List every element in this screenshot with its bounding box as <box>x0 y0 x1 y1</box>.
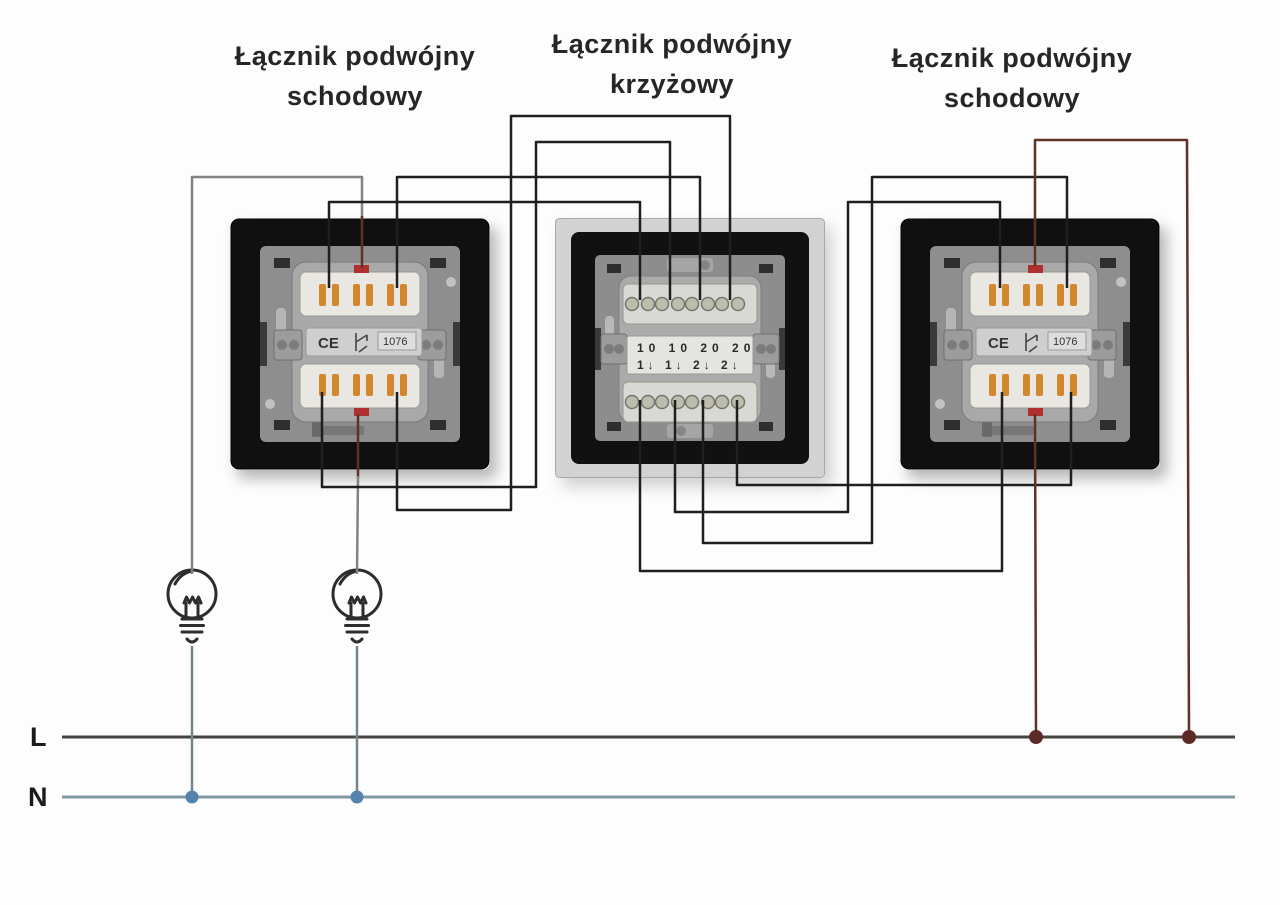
switch-middle-device: 10 10 20 20 1↓ 1↓ 2↓ 2↓ <box>555 218 825 478</box>
terminal-markings-row2: 1↓ 1↓ 2↓ 2↓ <box>637 358 742 372</box>
model-code: 1076 <box>383 336 407 348</box>
neutral-junction-2 <box>350 790 364 804</box>
switch-left-graphic: CE 1076 <box>230 218 490 470</box>
switch-middle-title-line2: krzyżowy <box>609 69 735 99</box>
switch-right-graphic: CE 1076 <box>900 218 1160 470</box>
terminal-markings-row1: 10 10 20 20 <box>637 341 755 355</box>
red-clip-bottom <box>1028 408 1043 416</box>
live-junction-2 <box>1182 730 1196 744</box>
model-code: 1076 <box>1053 336 1077 348</box>
wire-bulb2-feed <box>355 475 360 575</box>
switch-left-device: CE 1076 <box>230 218 490 470</box>
switch-right-device: CE 1076 <box>900 218 1160 470</box>
light-bulb-2 <box>327 562 387 650</box>
live-junction-1 <box>1029 730 1043 744</box>
red-clip-top <box>354 265 369 273</box>
light-bulb-1 <box>162 562 222 650</box>
live-line-label: L <box>30 722 47 752</box>
ce-mark: CE <box>318 335 339 352</box>
switch-right-title-line2: schodowy <box>943 83 1081 113</box>
ce-mark: CE <box>988 335 1009 352</box>
switch-right-title-line1: Łącznik podwójny <box>891 43 1133 73</box>
switch-right-title: Łącznik podwójny schodowy <box>832 38 1192 118</box>
red-clip-top <box>1028 265 1043 273</box>
switch-left-title: Łącznik podwójny schodowy <box>175 36 535 116</box>
neutral-junction-1 <box>185 790 199 804</box>
neutral-line-label: N <box>28 782 48 812</box>
switch-left-title-line1: Łącznik podwójny <box>234 41 476 71</box>
switch-middle-title: Łącznik podwójny krzyżowy <box>492 24 852 104</box>
switch-left-title-line2: schodowy <box>286 81 424 111</box>
switch-middle-graphic: 10 10 20 20 1↓ 1↓ 2↓ 2↓ <box>555 218 825 478</box>
light-bulb-icon <box>166 568 218 644</box>
light-bulb-icon <box>331 568 383 644</box>
switch-middle-title-line1: Łącznik podwójny <box>551 29 793 59</box>
red-clip-bottom <box>354 408 369 416</box>
